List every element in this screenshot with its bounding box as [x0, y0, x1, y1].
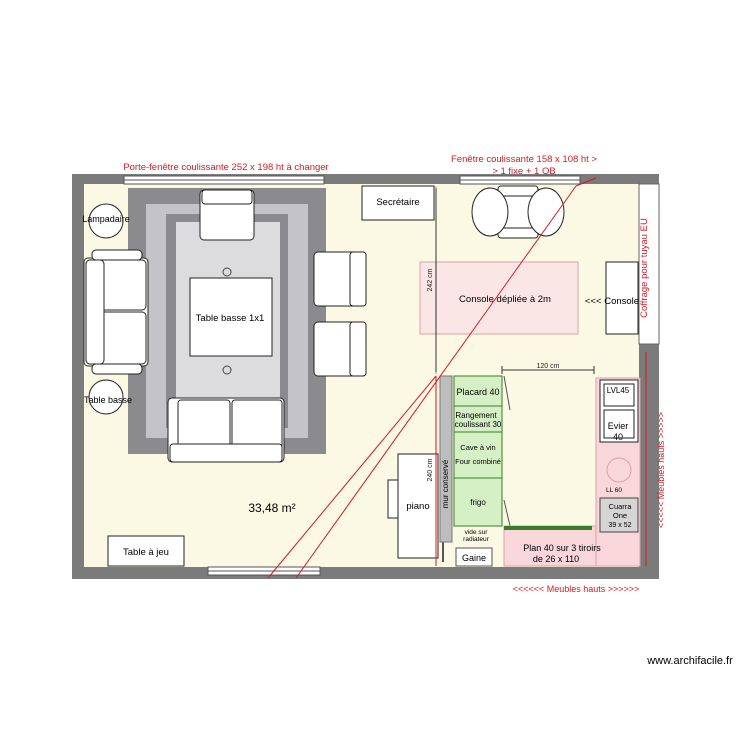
- cave-a-vin-label: Cave à vin: [460, 443, 495, 452]
- sofa-bottom: [167, 397, 285, 463]
- cuisson-unit: [599, 497, 639, 533]
- lampadaire-label: Lampadaire: [82, 214, 130, 224]
- secretaire: [361, 185, 435, 221]
- console-depliee: [419, 261, 579, 335]
- watermark: www.archifacile.fr: [646, 655, 733, 667]
- console-label: <<< Console: [585, 296, 639, 307]
- lampadaire-circle: [88, 203, 124, 239]
- evier-label-1: Evier: [608, 421, 629, 431]
- mur-conserve: [439, 375, 453, 543]
- evier-label-2: 40: [613, 432, 623, 442]
- table-a-jeu-label: Table à jeu: [123, 547, 169, 558]
- armchair-top: [199, 189, 255, 241]
- table-a-jeu: [107, 535, 185, 567]
- frigo-label: frigo: [470, 498, 486, 507]
- piano-label: piano: [406, 501, 429, 512]
- dim-120-label: 120 cm: [537, 363, 560, 370]
- placard-label: Placard 40: [456, 387, 499, 397]
- vide-label-2: radiateur: [463, 536, 489, 543]
- gaine: [455, 547, 493, 567]
- lvl-label: LVL45: [607, 386, 630, 395]
- dim-242-label: 242 cm: [427, 268, 434, 291]
- right-wall-opening: [638, 183, 660, 345]
- table-basse-round: [88, 379, 124, 415]
- coffrage-label: Coffrage pour tuyau EU: [639, 218, 650, 318]
- cuisson-label-3: 39 x 52: [609, 522, 632, 529]
- porte-fenetre-label: Porte-fenêtre coulissante 252 x 198 ht à…: [123, 162, 328, 173]
- green-column: [453, 375, 503, 527]
- gaine-label: Gaine: [462, 553, 486, 563]
- meubles-hauts-bottom-label: <<<<<< Meubles hauts >>>>>>: [513, 584, 640, 594]
- annotation-line-1: [267, 375, 437, 579]
- cuisson-label-1: Cuarra: [609, 502, 633, 511]
- area-label: 33,48 m²: [248, 501, 295, 515]
- dining-table: [471, 185, 565, 239]
- console-depliee-label: Console dépliée à 2m: [459, 294, 551, 305]
- plan-label-1: Plan 40 sur 3 tiroirs: [523, 543, 601, 553]
- ll-label: LL 60: [606, 487, 622, 494]
- table-basse-main-label: Table basse 1x1: [196, 313, 265, 324]
- four-combine-label: Four combiné: [455, 457, 501, 466]
- lvl45-unit: [599, 379, 639, 443]
- piano: [397, 453, 439, 559]
- meubles-hauts-right-label: <<<<< Meubles hauts >>>>>: [656, 412, 666, 528]
- armchair-right-1: [313, 251, 367, 307]
- sofa-left: [83, 249, 149, 375]
- table-basse-main: [189, 277, 273, 357]
- fenetre-label-2: > 1 fixe + 1 OB: [492, 166, 555, 177]
- dim-240-label: 240 cm: [427, 458, 434, 481]
- armchair-right-2: [313, 321, 367, 377]
- rangement-label-2: coulissant 30: [455, 420, 502, 429]
- secretaire-label: Secrétaire: [376, 197, 419, 208]
- cuisson-label-2: One: [613, 511, 627, 520]
- table-basse-round-label: Table basse: [84, 395, 132, 405]
- mur-conserve-label: mur conservé: [441, 459, 450, 508]
- vide-label-1: vide sur: [465, 529, 489, 536]
- fenetre-label-1: Fenêtre coulissante 158 x 108 ht >: [451, 154, 597, 165]
- rangement-label-1: Rangement: [455, 411, 497, 420]
- plan-label-2: de 26 x 110: [533, 554, 579, 564]
- console: [605, 261, 639, 335]
